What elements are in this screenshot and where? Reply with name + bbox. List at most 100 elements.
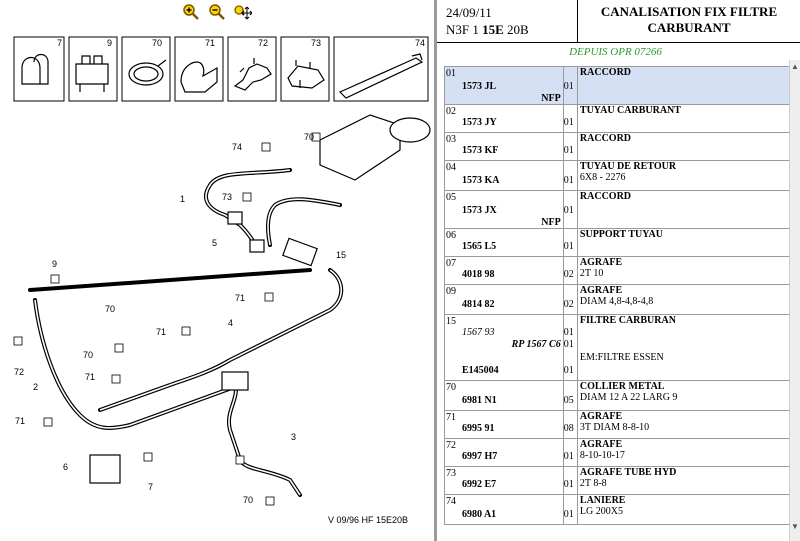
callout: 70	[105, 304, 115, 314]
part-ref[interactable]: 1573 KF	[462, 145, 499, 156]
callout: 70	[243, 495, 253, 505]
part-description: AGRAFE	[579, 257, 623, 268]
part-description: AGRAFE	[579, 411, 623, 422]
qty-cell: 05	[562, 380, 578, 411]
row-number: 04	[446, 162, 456, 173]
vertical-scrollbar[interactable]: ▲ ▼	[789, 60, 800, 541]
qty-cell: 01	[562, 132, 578, 161]
row-number: 06	[446, 230, 456, 241]
qty-cell: 02	[562, 284, 578, 315]
parts-pane: 24/09/11 N3F 1 15E 20B CANALISATION FIX …	[437, 0, 800, 541]
part-ref[interactable]: 4018 98	[462, 269, 495, 280]
part-ref[interactable]: 6997 H7	[462, 451, 498, 462]
part-subdescription: EM:FILTRE ESSEN	[579, 352, 664, 363]
diagram-toolbar	[0, 0, 434, 24]
strip-label: 73	[311, 38, 321, 48]
callout: 73	[222, 192, 232, 202]
pane-divider[interactable]	[434, 0, 437, 541]
part-subdescription: 3T DIAM 8-8-10	[579, 422, 650, 433]
row-number: 07	[446, 258, 456, 269]
row-number: 15	[446, 316, 456, 327]
part-ref[interactable]: 1567 93	[462, 327, 495, 338]
callout: 70	[83, 350, 93, 360]
part-description: AGRAFE	[579, 285, 623, 296]
qty-cell: 01	[562, 494, 578, 525]
row-number: 74	[446, 496, 456, 507]
part-description: SUPPORT TUYAU	[579, 229, 664, 240]
part-subdescription: 6X8 - 2276	[579, 172, 626, 183]
page-title: CANALISATION FIX FILTRE CARBURANT	[600, 4, 778, 35]
strip-label: 9	[107, 38, 112, 48]
ref-cell: 15 1567 93 RP 1567 C6 E145004	[444, 314, 564, 381]
callout: 4	[228, 318, 233, 328]
part-description: COLLIER METAL	[579, 381, 665, 392]
scroll-up-icon[interactable]: ▲	[791, 62, 799, 71]
part-ref[interactable]: 6981 N1	[462, 395, 497, 406]
part-description: TUYAU CARBURANT	[579, 105, 681, 116]
part-ref[interactable]: 6995 91	[462, 423, 495, 434]
part-ref[interactable]: E145004	[462, 365, 499, 376]
part-description: LANIERE	[579, 495, 626, 506]
part-ref[interactable]: 1573 KA	[462, 175, 500, 186]
callout: 71	[15, 416, 25, 426]
zoom-out-icon[interactable]	[208, 3, 226, 21]
callout: 6	[63, 462, 68, 472]
qty-cell: 01	[562, 66, 578, 105]
callout: 71	[85, 372, 95, 382]
model-code: N3F 1 15E 20B	[446, 22, 529, 37]
nfp-flag: NFP	[541, 93, 561, 104]
part-description: RACCORD	[579, 133, 632, 144]
part-ref[interactable]: 1573 JL	[462, 81, 497, 92]
diagram-caption: V 09/96 HF 15E20B	[328, 515, 408, 525]
callout: 74	[232, 142, 242, 152]
part-ref[interactable]: 1573 JY	[462, 117, 497, 128]
part-subdescription: LG 200X5	[579, 506, 623, 517]
callout: 71	[156, 327, 166, 337]
part-description: AGRAFE TUBE HYD	[579, 467, 677, 478]
qty-cell: 01	[562, 104, 578, 133]
callout: 5	[212, 238, 217, 248]
part-description: RACCORD	[579, 191, 632, 202]
part-ref[interactable]: 6992 E7	[462, 479, 497, 490]
callout: 3	[291, 432, 296, 442]
part-ref[interactable]: RP 1567 C6	[511, 339, 561, 350]
part-subdescription: 2T 8-8	[579, 478, 607, 489]
callout: 71	[235, 293, 245, 303]
part-ref[interactable]: 4814 82	[462, 299, 495, 310]
part-ref[interactable]: 1573 JX	[462, 205, 497, 216]
zoom-in-icon[interactable]	[182, 3, 200, 21]
pan-icon[interactable]	[234, 3, 252, 21]
ref-cell: 74 6980 A1	[444, 494, 564, 525]
diagram-pane: 7 9 70 71 72 73 74	[0, 0, 434, 525]
part-ref[interactable]: 6980 A1	[462, 509, 497, 520]
part-ref[interactable]: 1565 L5	[462, 241, 497, 252]
callout: 1	[180, 194, 185, 204]
strip-label: 71	[205, 38, 215, 48]
ref-cell: 04 1573 KA	[444, 160, 564, 191]
scroll-down-icon[interactable]: ▼	[791, 522, 799, 531]
qty-cell: 08	[562, 410, 578, 439]
